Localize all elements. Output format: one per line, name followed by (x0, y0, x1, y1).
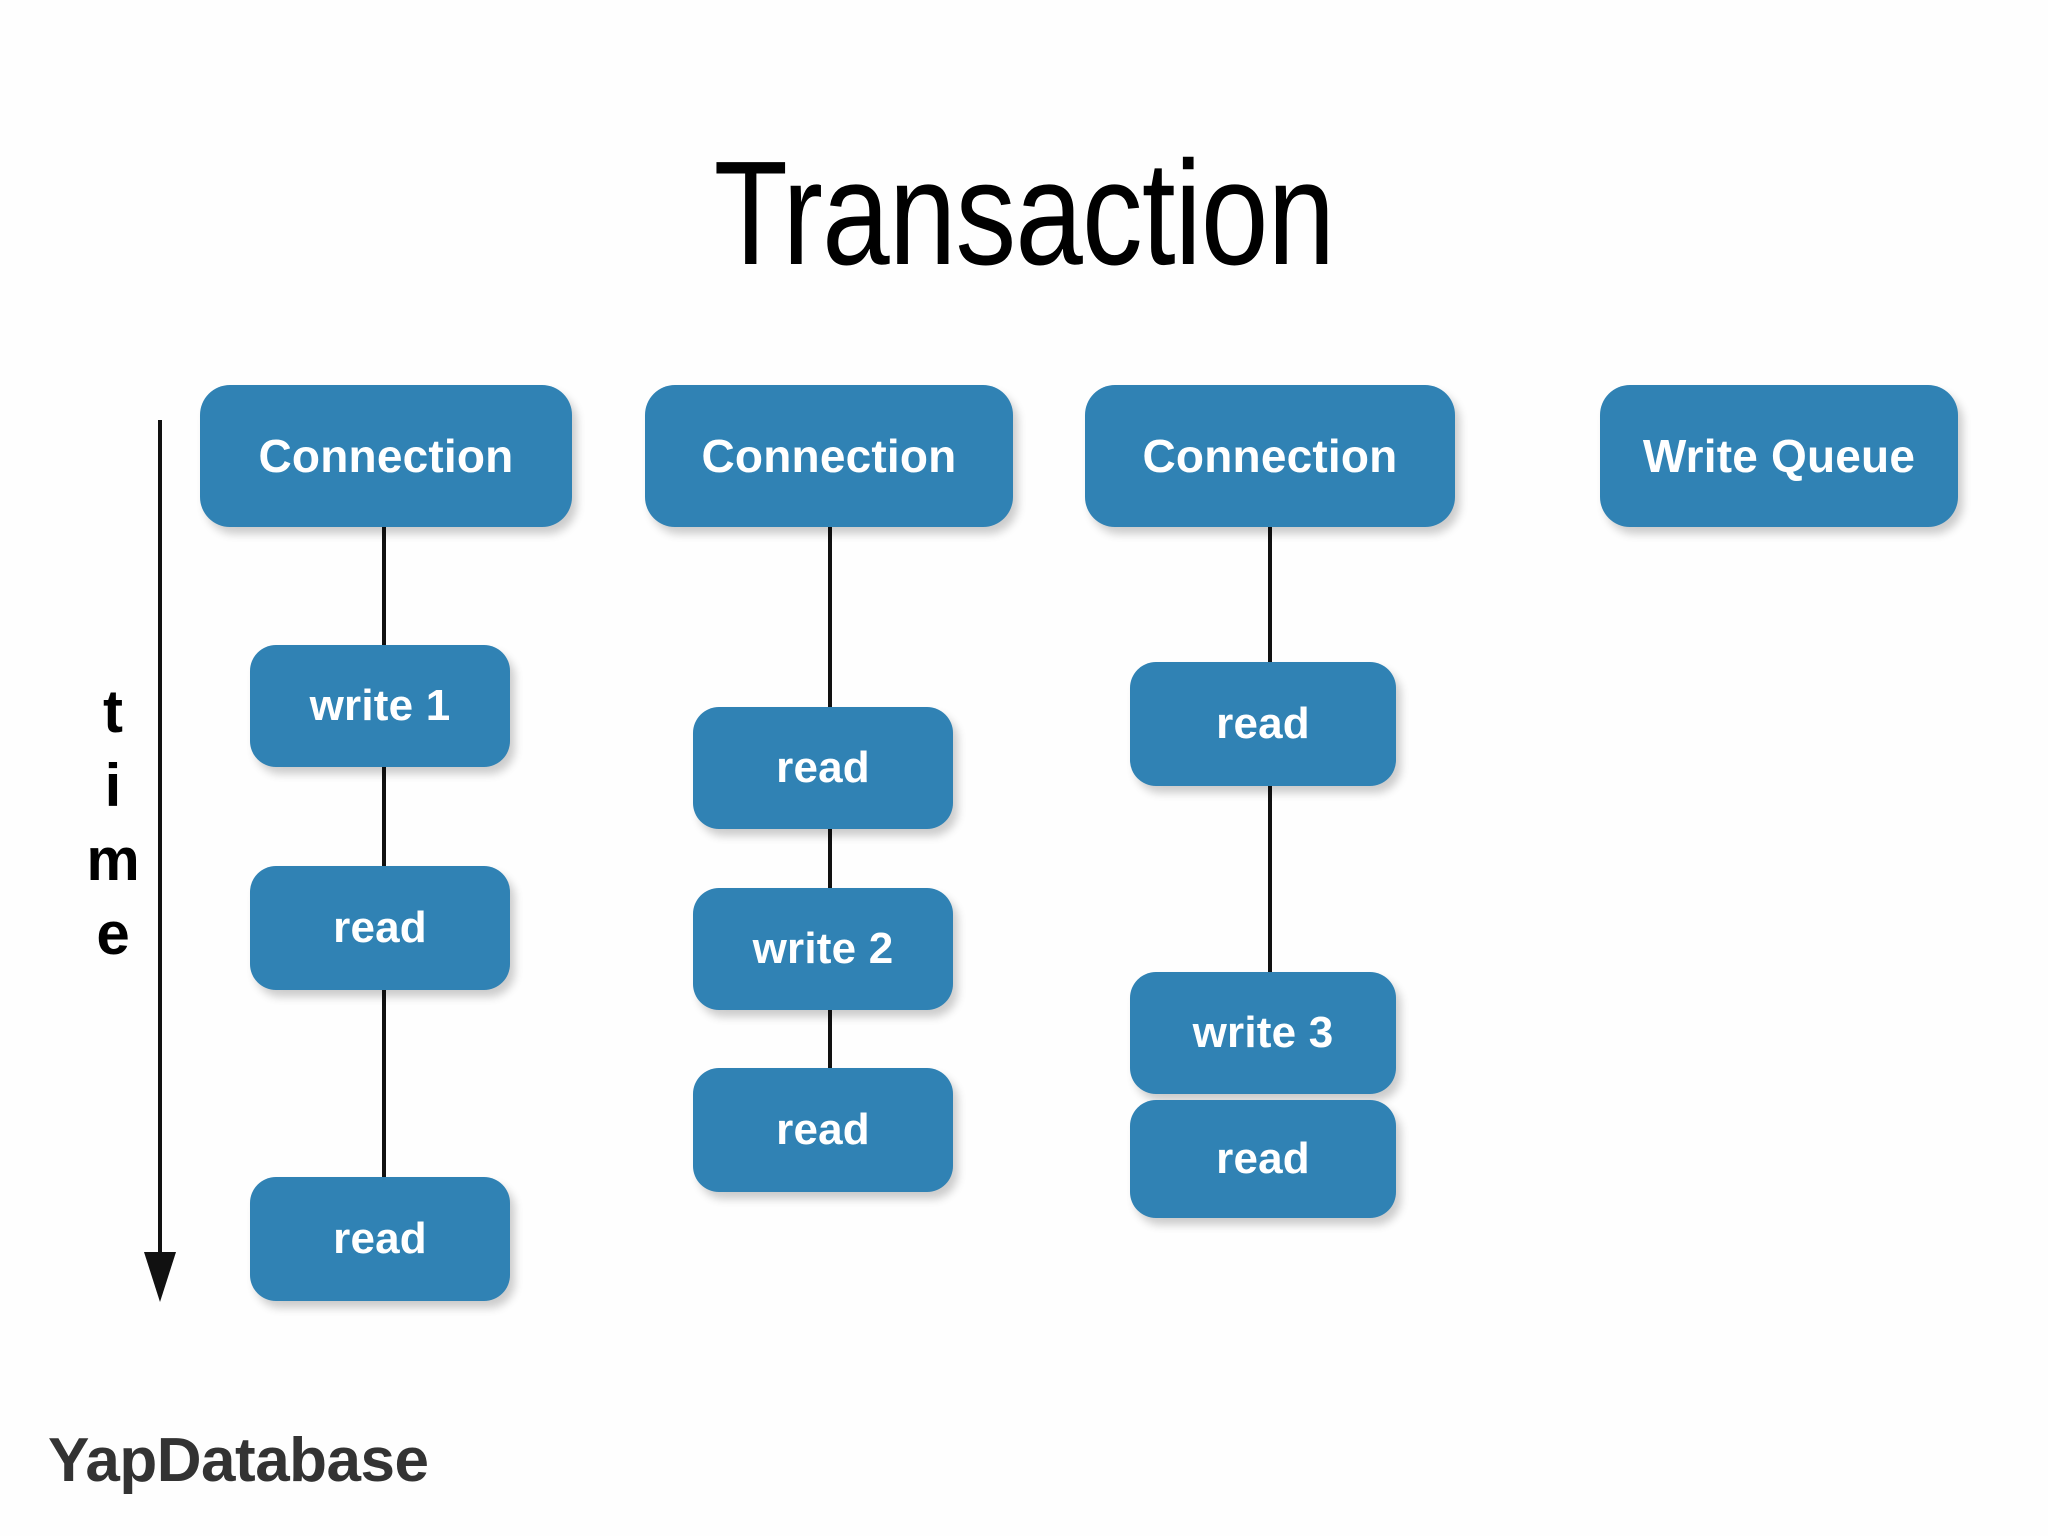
time-letter-t: t (103, 678, 123, 745)
connection-3-header[interactable]: Connection (1085, 385, 1455, 527)
time-letter-m: m (86, 826, 140, 893)
time-axis-line (158, 420, 162, 1260)
connector-col2-seg1 (828, 527, 832, 717)
connector-col1-seg1 (382, 527, 386, 657)
connection-3-node-write-3[interactable]: write 3 (1130, 972, 1396, 1094)
down-arrow-icon (144, 1252, 176, 1302)
connection-2-node-read-2[interactable]: read (693, 1068, 953, 1192)
connector-col1-seg2 (382, 760, 386, 875)
connection-2-node-read-1[interactable]: read (693, 707, 953, 829)
time-axis (144, 420, 176, 1302)
time-letter-e: e (96, 900, 130, 967)
write-queue-header[interactable]: Write Queue (1600, 385, 1958, 527)
connection-1-node-read-2[interactable]: read (250, 1177, 510, 1301)
connection-1-node-read-1[interactable]: read (250, 866, 510, 990)
connector-col2-seg2 (828, 824, 832, 896)
time-axis-label: t i m e (78, 675, 148, 971)
connection-3-node-read-2[interactable]: read (1130, 1100, 1396, 1218)
connector-col2-seg3 (828, 1004, 832, 1076)
connection-1-node-write-1[interactable]: write 1 (250, 645, 510, 767)
connection-2-header[interactable]: Connection (645, 385, 1013, 527)
connector-col3-seg1 (1268, 527, 1272, 667)
time-letter-i: i (104, 752, 122, 819)
brand-label: YapDatabase (48, 1426, 429, 1495)
connection-3-node-read-1[interactable]: read (1130, 662, 1396, 786)
connector-col3-seg2 (1268, 782, 1272, 977)
connection-2-node-write-2[interactable]: write 2 (693, 888, 953, 1010)
connector-col1-seg3 (382, 985, 386, 1185)
page-title: Transaction (713, 131, 1335, 296)
connection-1-header[interactable]: Connection (200, 385, 572, 527)
